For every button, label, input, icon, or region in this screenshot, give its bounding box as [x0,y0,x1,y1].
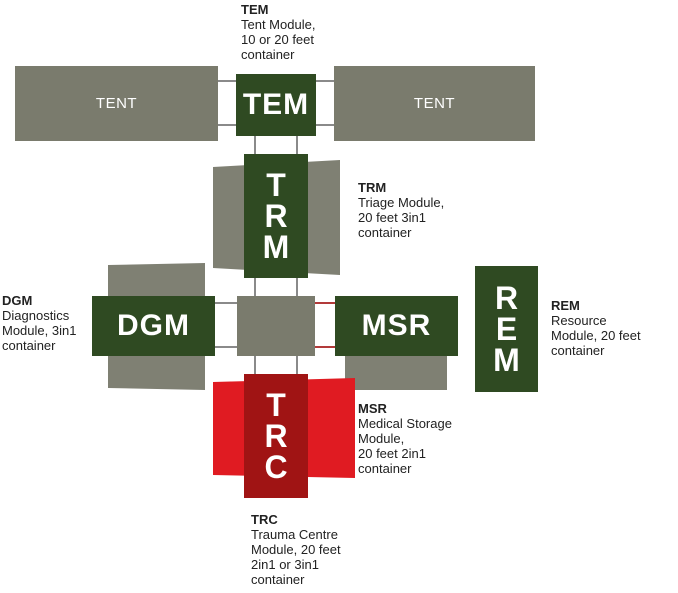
dgm-description-title: DGM [2,293,33,308]
rem-description-body: Resource Module, 20 feet container [551,313,641,358]
rem-description: REM Resource Module, 20 feet container [551,298,641,358]
trm-module: T R M [244,154,308,278]
rem-letter-1: R [494,279,519,316]
trc-module: T R C [244,374,308,498]
msr-description: MSR Medical Storage Module, 20 feet 2in1… [358,401,452,476]
dgm-description-body: Diagnostics Module, 3in1 container [2,308,77,353]
msr-description-title: MSR [358,401,387,416]
trm-description: TRM Triage Module, 20 feet 3in1 containe… [358,180,444,240]
tent-left-label: TENT [95,95,138,112]
connector-dgm-hub-bottom [215,346,237,348]
connector-hub-trc-left [254,356,256,374]
msr-wing-shape [345,350,447,390]
connector-trm-hub-right [296,278,298,296]
trc-letter-2: R [264,417,288,454]
dgm-module-label: DGM [117,309,190,342]
tem-module: TEM [236,74,316,136]
connector-hub-msr-top [315,302,335,304]
tem-description: TEM Tent Module, 10 or 20 feet container [241,2,315,62]
trc-description-title: TRC [251,512,278,527]
connector-hub-msr-bottom [315,346,335,348]
rem-module: R E M [475,266,538,392]
tem-description-body: Tent Module, 10 or 20 feet container [241,17,316,62]
connector-tent-right-top [316,80,334,82]
connector-trm-hub-left [254,278,256,296]
msr-module: MSR [335,296,458,356]
rem-letter-2: E [495,310,518,347]
trc-description-body: Trauma Centre Module, 20 feet 2in1 or 3i… [251,527,341,587]
tent-right: TENT [334,66,535,141]
connector-tent-right-bottom [316,124,334,126]
msr-module-label: MSR [361,309,432,342]
rem-letter-3: M [493,341,520,378]
trm-letter-2: R [264,197,288,234]
central-hub [237,296,315,356]
msr-description-body: Medical Storage Module, 20 feet 2in1 con… [358,416,452,476]
trc-description: TRC Trauma Centre Module, 20 feet 2in1 o… [251,512,341,587]
connector-tem-trm-right [296,136,298,154]
tem-module-label: TEM [242,88,310,121]
connector-tent-left-top [218,80,236,82]
trm-letter-1: T [266,166,286,203]
connector-tent-left-bottom [218,124,236,126]
dgm-description: DGM Diagnostics Module, 3in1 container [2,293,76,353]
tem-description-title: TEM [241,2,269,17]
tent-right-label: TENT [413,95,456,112]
connector-tem-trm-left [254,136,256,154]
connector-hub-trc-right [296,356,298,374]
trm-letter-3: M [262,228,290,265]
trc-letter-3: C [264,448,288,485]
trc-letter-1: T [266,386,286,423]
trm-description-body: Triage Module, 20 feet 3in1 container [358,195,445,240]
dgm-module: DGM [92,296,215,356]
trm-description-title: TRM [358,180,387,195]
connector-dgm-hub-top [215,302,237,304]
rem-description-title: REM [551,298,580,313]
tent-left: TENT [15,66,218,141]
